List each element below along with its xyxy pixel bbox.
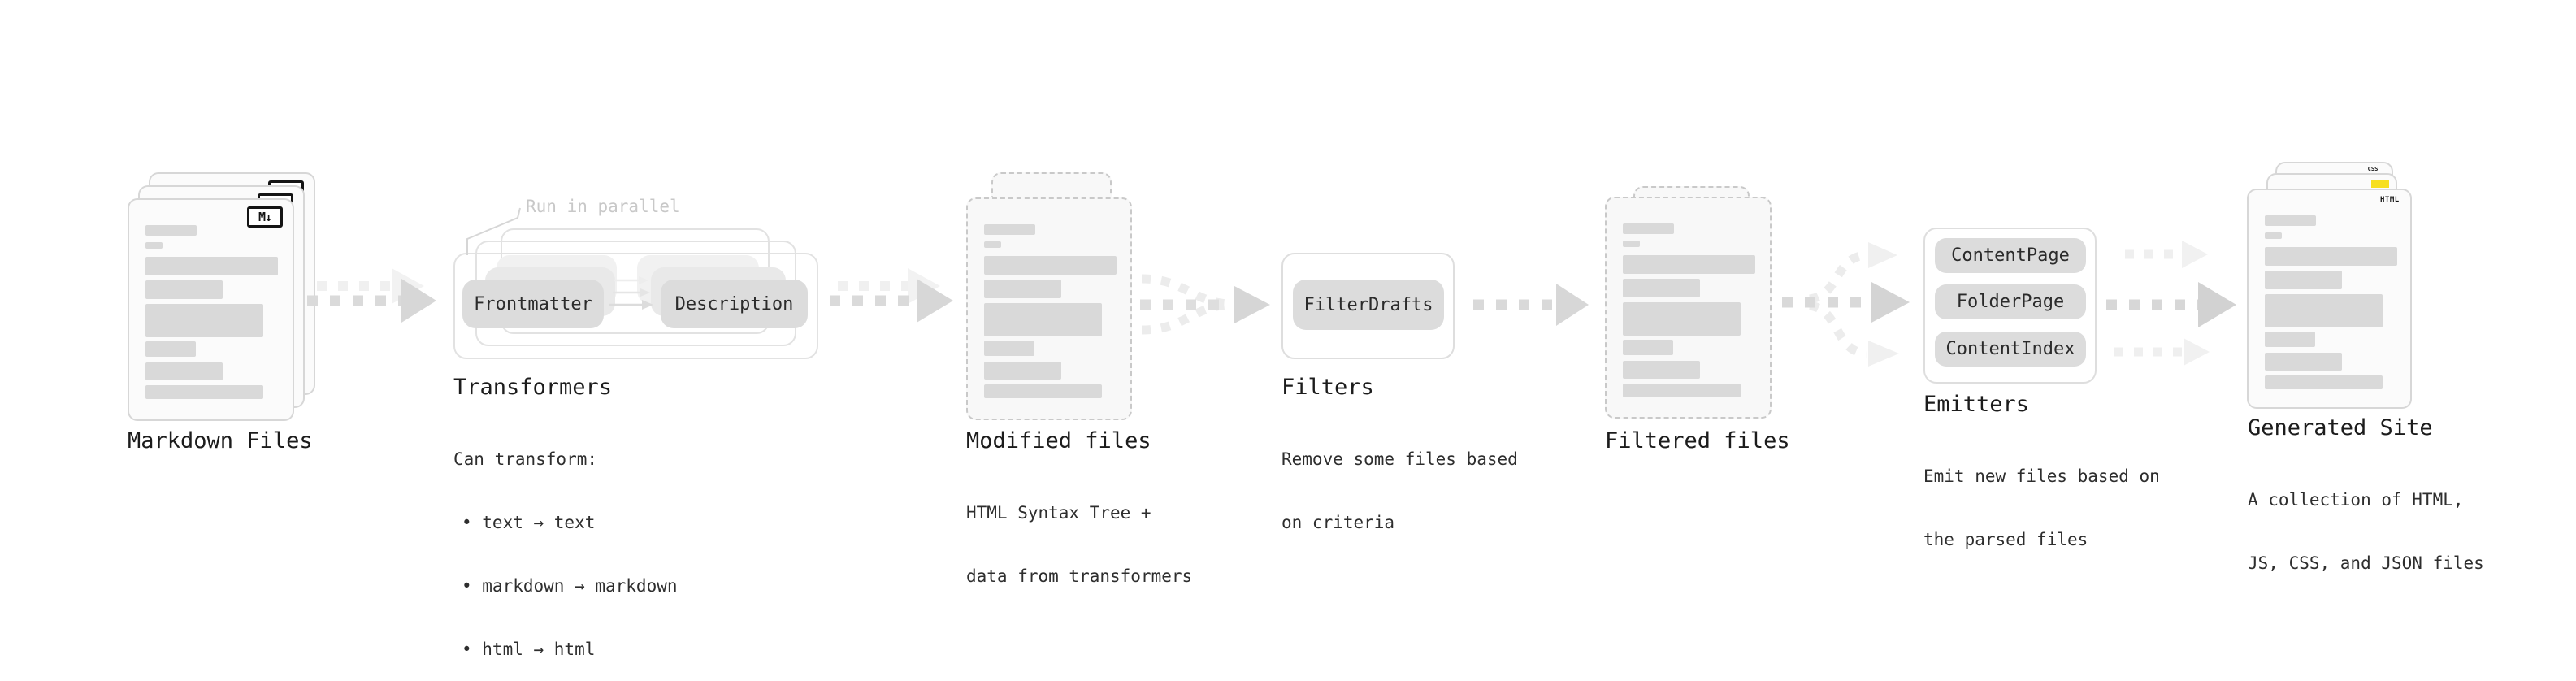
text-placeholder-bar [984, 241, 1001, 248]
text-placeholder-bar [984, 362, 1061, 380]
filtered-doc-front [1605, 197, 1772, 419]
transformer-node-frontmatter: Frontmatter [462, 280, 604, 328]
text-placeholder-bar [984, 384, 1102, 398]
text-placeholder-bar [2265, 294, 2383, 327]
text-placeholder-bar [145, 280, 223, 299]
flow-arrows-icon [2106, 241, 2236, 366]
transformers-frame-front [453, 253, 818, 359]
text-placeholder-bar [2265, 375, 2383, 389]
emitters-frame [1923, 228, 2097, 384]
subtitle-line: the parsed files [1923, 530, 2088, 549]
modified-doc-front [966, 197, 1132, 420]
text-placeholder-bar [1623, 241, 1640, 247]
stage-subtitle-emitters: Emit new files based on the parsed files [1923, 423, 2160, 592]
stage-title-filters: Filters [1281, 375, 1374, 400]
text-placeholder-bar [145, 242, 163, 249]
text-placeholder-bar [1623, 340, 1673, 355]
text-placeholder-bar [2265, 215, 2316, 226]
text-placeholder-bar [145, 385, 263, 399]
javascript-icon [2371, 180, 2389, 188]
subtitle-line: • html → html [462, 640, 596, 659]
html5-icon-label: HTML [2380, 196, 2400, 204]
text-placeholder-bar [145, 304, 263, 337]
text-placeholder-bar [145, 362, 223, 380]
text-placeholder-bar [1623, 223, 1674, 234]
filter-node-filterdrafts: FilterDrafts [1293, 280, 1444, 330]
flow-arrow-icon [1473, 284, 1589, 326]
text-placeholder-bar [145, 341, 196, 357]
stage-title-markdown-files: Markdown Files [128, 428, 313, 453]
text-placeholder-bar [1623, 279, 1700, 297]
emitter-node-contentindex: ContentIndex [1935, 332, 2086, 367]
filters-frame [1281, 253, 1455, 359]
stage-title-generated-site: Generated Site [2248, 415, 2433, 440]
transformer-node-description: Description [661, 280, 808, 328]
subtitle-line: • text → text [462, 513, 596, 532]
text-placeholder-bar [1623, 384, 1741, 397]
subtitle-line: A collection of HTML, [2248, 490, 2464, 510]
css-icon-label: CSS [2367, 166, 2379, 172]
stage-subtitle-transformers: Can transform: • text → text • markdown … [453, 406, 678, 681]
text-placeholder-bar [1623, 255, 1755, 274]
emitter-node-folderpage: FolderPage [1935, 284, 2086, 319]
text-placeholder-bar [1623, 302, 1741, 336]
text-placeholder-bar [984, 280, 1061, 298]
subtitle-line: Remove some files based [1281, 449, 1518, 469]
merge-arrow-icon [1140, 274, 1270, 335]
parallel-arrows-icon [609, 276, 653, 310]
text-placeholder-bar [984, 256, 1117, 275]
flow-arrow-icon [307, 268, 436, 323]
text-placeholder-bar [984, 224, 1035, 235]
stage-title-transformers: Transformers [453, 375, 613, 400]
stage-subtitle-generated-site: A collection of HTML, JS, CSS, and JSON … [2248, 447, 2484, 616]
text-placeholder-bar [2265, 332, 2315, 347]
stage-title-modified-files: Modified files [966, 428, 1151, 453]
branch-arrow-icon [1782, 242, 1910, 367]
text-placeholder-bar [984, 340, 1034, 356]
text-placeholder-bar [145, 225, 197, 236]
emitter-node-contentpage: ContentPage [1935, 238, 2086, 273]
text-placeholder-bar [145, 257, 278, 275]
markdown-doc-front: M↓ [128, 198, 294, 421]
subtitle-line: HTML Syntax Tree + [966, 503, 1151, 523]
html5-icon: HTML 5 [2380, 196, 2400, 218]
stage-subtitle-modified-files: HTML Syntax Tree + data from transformer… [966, 460, 1192, 629]
text-placeholder-bar [2265, 232, 2282, 239]
stage-subtitle-filters: Remove some files based on criteria [1281, 406, 1518, 575]
subtitle-line: Can transform: [453, 449, 598, 469]
text-placeholder-bar [1623, 361, 1700, 379]
flow-arrow-icon [830, 268, 953, 323]
text-placeholder-bar [2265, 271, 2342, 289]
annotation-leader-line [466, 207, 521, 255]
markdown-icon: M↓ [247, 206, 283, 228]
text-placeholder-bar [984, 303, 1102, 336]
subtitle-line: on criteria [1281, 513, 1395, 532]
text-placeholder-bar [2265, 247, 2397, 266]
subtitle-line: data from transformers [966, 566, 1193, 586]
annotation-run-in-parallel: Run in parallel [526, 197, 680, 216]
stage-title-filtered-files: Filtered files [1605, 428, 1790, 453]
text-placeholder-bar [2265, 353, 2342, 371]
generated-doc-html: HTML 5 [2247, 189, 2412, 409]
subtitle-line: JS, CSS, and JSON files [2248, 553, 2484, 573]
stage-title-emitters: Emitters [1923, 392, 2030, 417]
subtitle-line: • markdown → markdown [462, 576, 678, 596]
subtitle-line: Emit new files based on [1923, 466, 2160, 486]
